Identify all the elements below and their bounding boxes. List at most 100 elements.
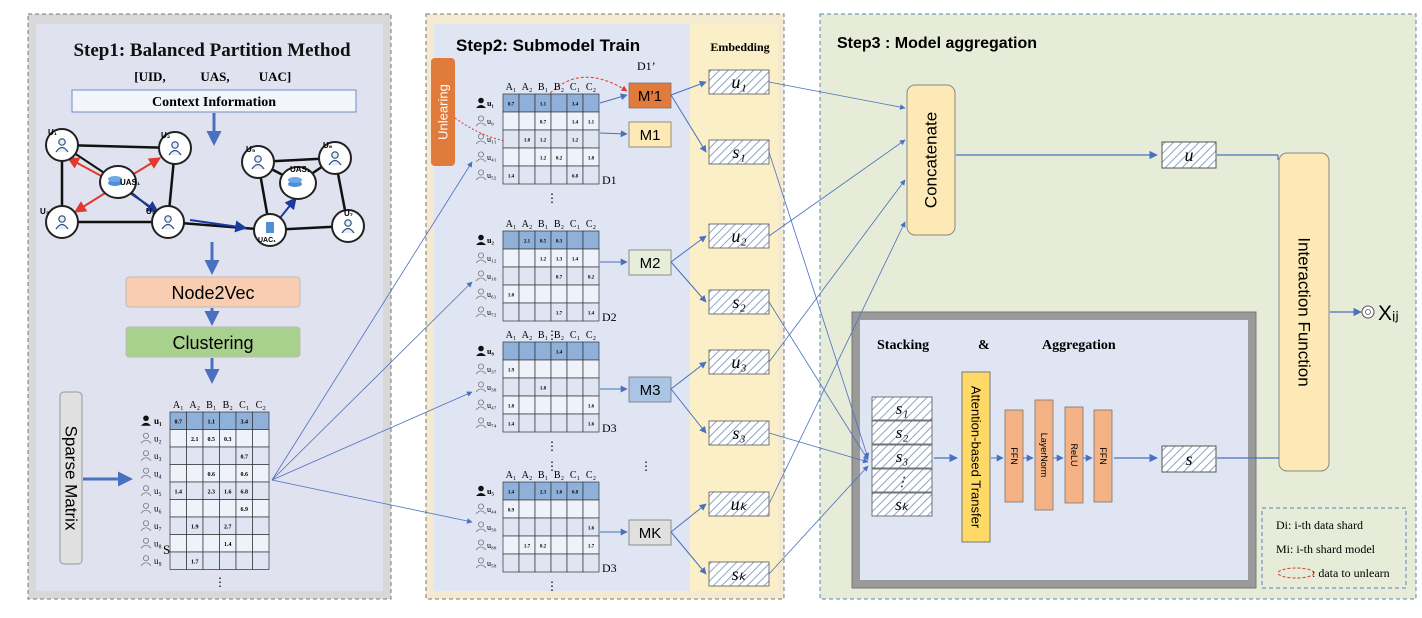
matrix-value: 0.3 (556, 240, 563, 245)
step2-panel: Step2: Submodel Train Embedding Unlearin… (425, 13, 785, 600)
matrix-value: 2.3 (540, 491, 547, 496)
matrix-row-label: u₃₈ (487, 383, 497, 392)
matrix-value: 0.2 (540, 545, 547, 550)
matrix-row-label: u₈ (487, 347, 494, 356)
matrix-col-header: B₂ (554, 219, 564, 230)
user-icon (142, 450, 149, 457)
d1-prime-label: D1’ (637, 59, 656, 73)
matrix-value: 1.6 (588, 405, 595, 410)
stacked-label: sₖ (895, 495, 910, 514)
matrix-col-header: A₁ (506, 219, 517, 230)
user-icon (477, 381, 484, 388)
matrix-value: 1.7 (588, 545, 595, 550)
matrix-cell (582, 341, 600, 361)
layer-label: ReLU (1069, 443, 1079, 466)
matrix-cell (518, 93, 536, 113)
clustering-label: Clustering (172, 333, 253, 353)
matrix-cell (219, 464, 237, 483)
matrix-cell (518, 165, 536, 185)
matrix-col-header: B₂ (554, 82, 564, 93)
user-node-label: U₃ (40, 207, 50, 216)
layer-block: FFN (1004, 409, 1034, 503)
matrix-col-header: C₁ (570, 219, 580, 230)
user-node: U₆ (318, 141, 352, 175)
matrix-value: 1.4 (508, 175, 515, 180)
matrix-row-label: u₄₁ (487, 153, 497, 162)
matrix-cell (219, 551, 237, 570)
matrix-cell (502, 266, 520, 286)
matrix-value: 1.6 (588, 423, 595, 428)
matrix-cell (235, 551, 253, 570)
matrix-cell (550, 129, 568, 149)
matrix-cell (550, 517, 568, 537)
user-icon (477, 306, 484, 313)
user-icon (477, 169, 484, 176)
matrix-cell (566, 517, 584, 537)
context-info-label: Context Information (152, 95, 276, 110)
shard-dots: ⋮ (546, 191, 558, 205)
matrix-value: 0.7 (540, 121, 547, 126)
matrix-cell (502, 302, 520, 322)
matrix-cell (235, 429, 253, 448)
model-label: M’1 (638, 88, 662, 105)
matrix-value: 2.7 (224, 524, 232, 530)
matrix-cell (550, 395, 568, 415)
matrix-cell (252, 516, 270, 535)
matrix-cell (566, 266, 584, 286)
stacked-embedding: ⋮ (871, 468, 933, 493)
matrix-cell (502, 341, 520, 361)
matrix-value: 1.9 (508, 369, 515, 374)
matrix-cell (186, 446, 204, 465)
matrix-cell (566, 553, 584, 573)
attention-transfer-box (961, 371, 991, 543)
matrix-value: 0.7 (508, 103, 515, 108)
matrix-cell (252, 551, 270, 570)
matrix-cell (534, 359, 552, 379)
matrix-cell (582, 359, 600, 379)
user-node: U₇ (331, 209, 365, 243)
shard-model: MK (600, 519, 672, 546)
matrix-cell (534, 284, 552, 304)
user-icon (477, 252, 484, 259)
matrix-row-label: u₃₇ (487, 365, 497, 374)
node2vec-box (125, 276, 301, 308)
matrix-cell (582, 284, 600, 304)
matrix-value: 1.1 (540, 103, 547, 108)
user-icon (142, 555, 149, 562)
matrix-cell (252, 429, 270, 448)
embedding-label: sₖ (732, 564, 747, 584)
matrix-value: 6.8 (572, 175, 579, 180)
stacked-label: s₃ (896, 447, 909, 466)
shard-label: D2 (602, 310, 617, 324)
matrix-cell (582, 230, 600, 250)
matrix-col-header: C₂ (586, 82, 596, 93)
matrix-value: 3.4 (241, 419, 249, 425)
layer-block: ReLU (1064, 406, 1093, 504)
matrix-col-header: C₂ (586, 330, 596, 341)
layer-label: FFN (1098, 447, 1108, 465)
matrix-col-header: A₁ (506, 470, 517, 481)
unlearning-box[interactable] (431, 58, 455, 166)
aggregation-label: Aggregation (1042, 338, 1116, 353)
matrix-cell (566, 499, 584, 519)
stacked-embedding: sₖ (871, 492, 933, 517)
user-icon (142, 432, 149, 439)
user-icon (142, 520, 149, 527)
step3-panel: Step3 : Model aggregation Concatenate u … (819, 13, 1417, 600)
matrix-value: 1.6 (588, 527, 595, 532)
matrix-col-header: B₁ (538, 330, 548, 341)
matrix-cell (502, 517, 520, 537)
matrix-cell (518, 517, 536, 537)
legend-unlearn-icon (1277, 567, 1315, 579)
stacked-label: ⋮ (896, 474, 909, 489)
user-icon (143, 415, 149, 422)
matrix-cell (518, 266, 536, 286)
matrix-value: 2.1 (191, 437, 199, 443)
matrix-cell (518, 481, 536, 501)
concatenate-box (906, 84, 956, 236)
shard-label: D3 (602, 421, 617, 435)
field-uac: UAC] (259, 69, 292, 84)
matrix-cell (550, 93, 568, 113)
matrix-cell (550, 111, 568, 131)
user-icon (142, 537, 149, 544)
